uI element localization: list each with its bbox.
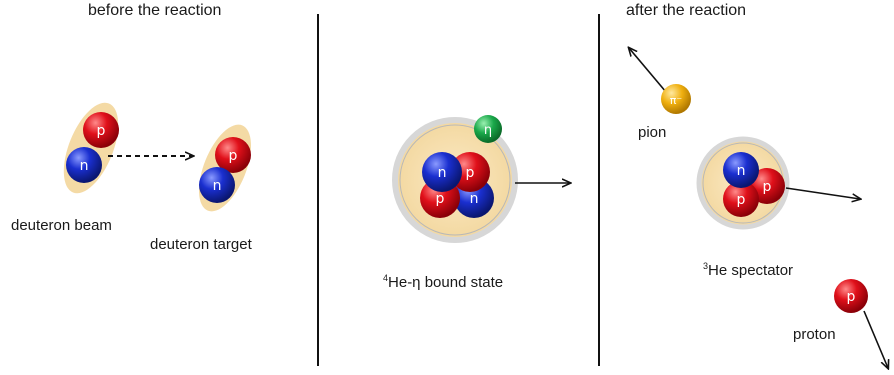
- svg-text:p: p: [466, 165, 475, 181]
- deuteron-target-label: deuteron target: [150, 236, 252, 253]
- svg-text:p: p: [847, 289, 856, 305]
- beam-neutron: n: [66, 147, 102, 183]
- bound-state-text: He-η bound state: [388, 274, 504, 291]
- free-proton: p: [834, 279, 868, 313]
- svg-text:p: p: [229, 148, 238, 164]
- spectator-text: He spectator: [708, 262, 794, 279]
- svg-text:p: p: [436, 191, 445, 207]
- divider-right: [598, 14, 600, 366]
- svg-text:η: η: [484, 123, 492, 138]
- helium3-spectator: p p n: [696, 136, 790, 230]
- eta-meson: η: [474, 115, 502, 143]
- pion-arrow: [629, 48, 667, 93]
- pion: π⁻: [661, 84, 691, 114]
- mid-neutron-top: n: [422, 152, 462, 192]
- divider-left: [317, 14, 319, 366]
- mid-proton-top: p: [450, 152, 490, 192]
- before-reaction-title: before the reaction: [88, 2, 222, 19]
- deuteron-beam-label: deuteron beam: [11, 217, 112, 234]
- deuteron-target: p n: [198, 124, 252, 212]
- spec-proton-bottom: p: [723, 181, 759, 217]
- target-neutron: n: [199, 167, 235, 203]
- svg-text:n: n: [470, 191, 479, 207]
- svg-text:p: p: [737, 192, 746, 208]
- svg-text:n: n: [80, 158, 89, 174]
- svg-text:n: n: [438, 165, 447, 181]
- svg-text:p: p: [97, 123, 106, 139]
- target-proton: p: [215, 137, 251, 173]
- proton-arrow: [863, 310, 888, 368]
- deuteron-beam: p n: [63, 102, 119, 194]
- spec-neutron: n: [723, 152, 759, 188]
- beam-proton: p: [83, 112, 119, 148]
- svg-text:n: n: [213, 178, 222, 194]
- proton-label: proton: [793, 326, 836, 343]
- helium-eta-bound-state: n p p n η: [392, 115, 518, 243]
- spectator-mass-number: 3: [703, 261, 709, 271]
- svg-text:p: p: [763, 179, 772, 195]
- svg-text:n: n: [737, 163, 746, 179]
- bound-state-label: 4He-η bound state: [383, 273, 503, 291]
- svg-text:π⁻: π⁻: [670, 94, 683, 107]
- bound-state-mass-number: 4: [383, 273, 389, 283]
- pion-label: pion: [638, 124, 667, 141]
- spectator-arrow: [785, 187, 860, 199]
- spectator-label: 3He spectator: [703, 261, 793, 279]
- after-reaction-title: after the reaction: [626, 2, 747, 19]
